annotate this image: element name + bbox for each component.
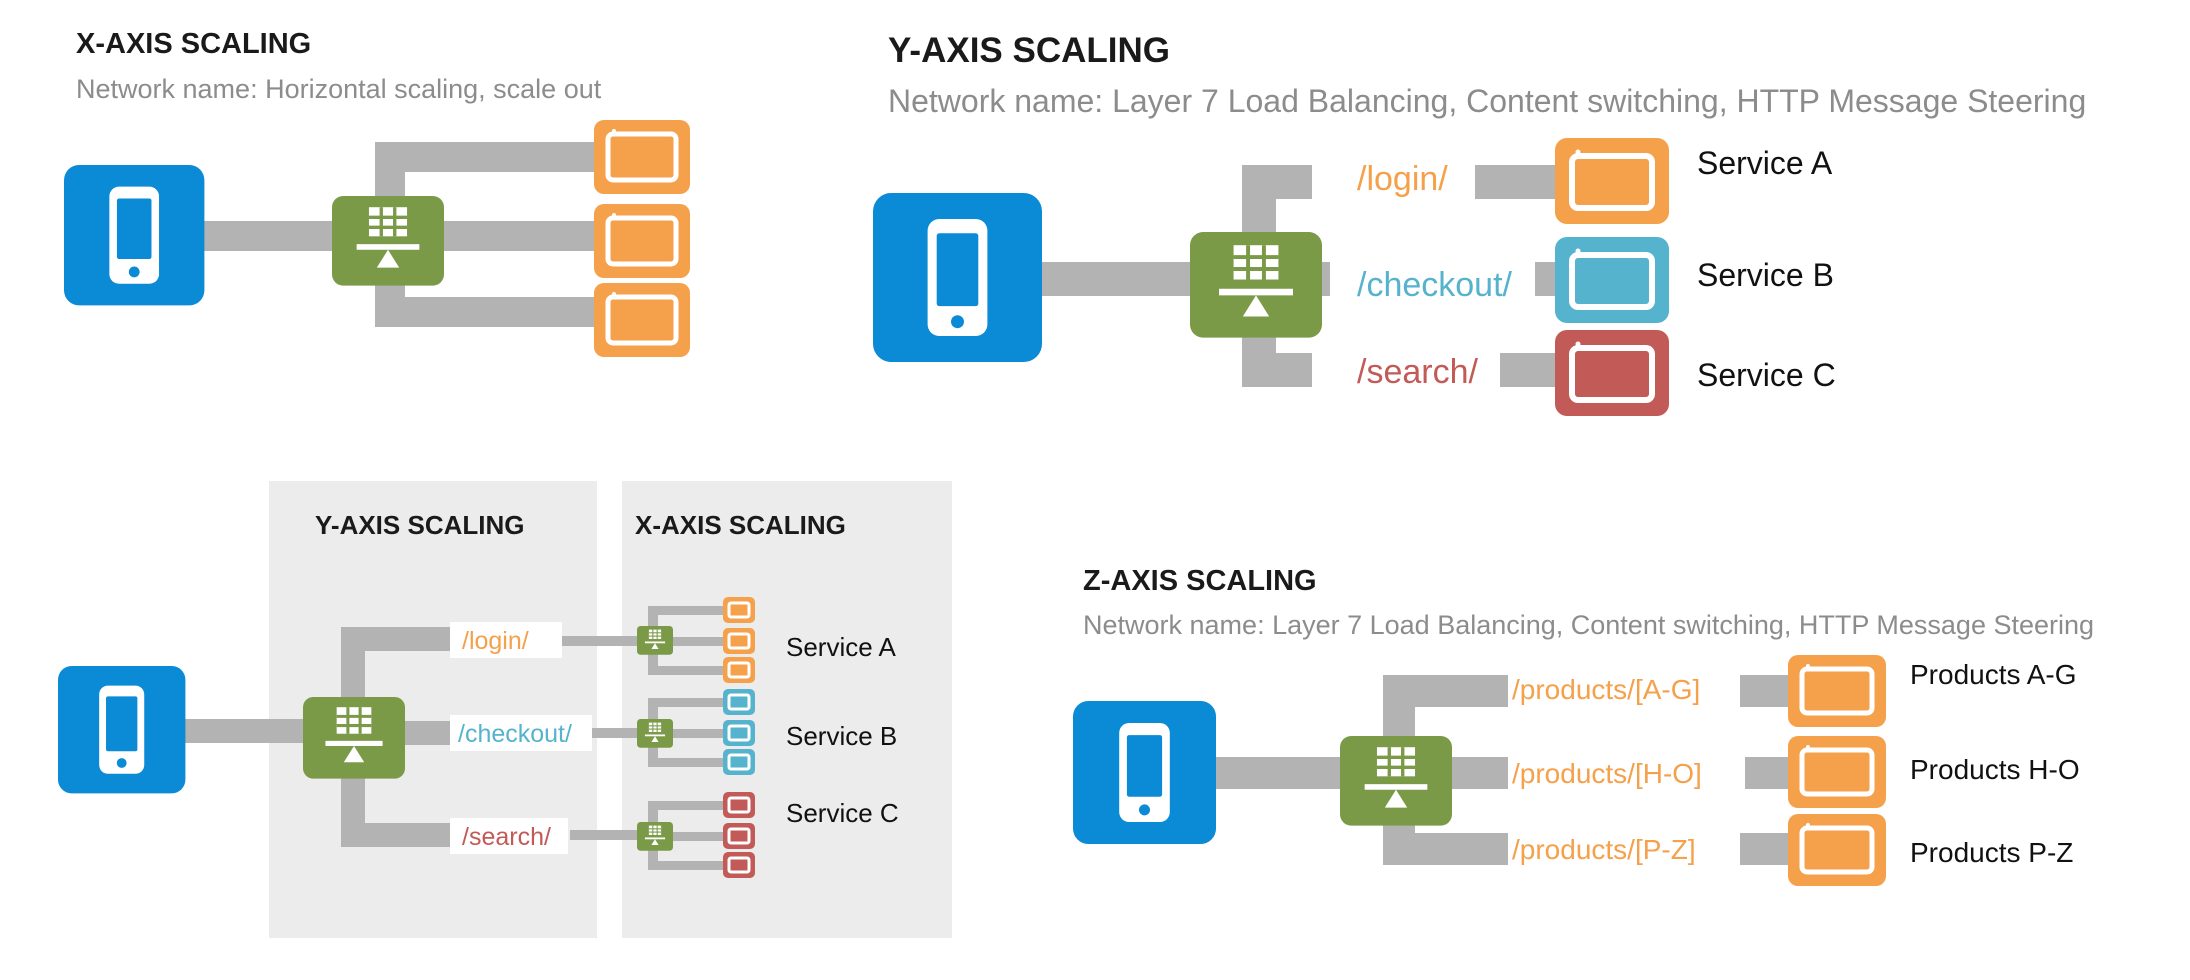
combined-service-c-instance-2-app-window-icon [723,823,755,849]
combined-instance-balancer-b-icon [636,718,674,749]
x-axis-section: X-AXIS SCALING Network name: Horizontal … [64,28,690,357]
y-axis-service-c-label: Service C [1697,357,1836,393]
z-axis-products-a-g-app-window-icon [1788,655,1886,727]
y-axis-subtitle: Network name: Layer 7 Load Balancing, Co… [888,83,2086,119]
combined-route-checkout: /checkout/ [458,720,572,748]
z-axis-route-p-z: /products/[P-Z] [1512,834,1696,865]
combined-service-c-label: Service C [786,798,899,828]
z-axis-load-balancer-icon [1338,734,1454,828]
combined-service-c-instance-1-app-window-icon [723,792,755,818]
y-axis-load-balancer-icon [1188,230,1324,340]
y-axis-service-b-app-window-icon [1555,237,1669,323]
x-axis-subtitle: Network name: Horizontal scaling, scale … [76,74,602,104]
z-axis-products-h-o-label: Products H-O [1910,754,2080,785]
combined-service-b-instance-1-app-window-icon [723,689,755,715]
x-axis-title: X-AXIS SCALING [76,28,311,60]
z-axis-products-h-o-app-window-icon [1788,736,1886,808]
z-axis-route-a-g: /products/[A-G] [1512,674,1700,705]
x-axis-instance-3-app-window-icon [594,283,690,357]
combined-service-b-label: Service B [786,721,897,751]
combined-service-c-instance-3-app-window-icon [723,852,755,878]
combined-service-a-instance-3-app-window-icon [723,657,755,683]
combined-service-b-instance-2-app-window-icon [723,720,755,746]
combined-service-a-instance-1-app-window-icon [723,597,755,623]
z-axis-route-h-o: /products/[H-O] [1512,758,1702,789]
y-axis-title: Y-AXIS SCALING [888,31,1170,70]
z-axis-client-smartphone-icon [1073,701,1216,844]
combined-service-b-instances [723,689,755,775]
z-axis-pipes [1205,675,1790,865]
combined-service-b-instance-3-app-window-icon [723,749,755,775]
z-axis-products-p-z-label: Products P-Z [1910,837,2073,868]
z-axis-subtitle: Network name: Layer 7 Load Balancing, Co… [1083,610,2094,640]
x-axis-client-smartphone-icon [64,165,205,306]
y-axis-route-checkout: /checkout/ [1357,266,1513,304]
y-axis-service-c-app-window-icon [1555,330,1669,416]
combined-route-login-tag: /login/ [450,622,562,658]
combined-section: Y-AXIS SCALING X-AXIS SCALING [58,481,952,938]
y-axis-service-b-label: Service B [1697,257,1834,293]
combined-instance-balancer-c-icon [636,821,674,852]
combined-load-balancer-icon [301,695,407,781]
y-axis-service-a-label: Service A [1697,145,1833,181]
y-axis-section: Y-AXIS SCALING Network name: Layer 7 Loa… [873,31,2086,416]
x-axis-load-balancer-icon [330,194,446,288]
combined-service-a-instance-2-app-window-icon [723,628,755,654]
z-axis-title: Z-AXIS SCALING [1083,565,1317,597]
combined-route-search: /search/ [462,823,551,851]
x-axis-instance-2-app-window-icon [594,204,690,278]
combined-client-smartphone-icon [58,666,186,794]
combined-y-panel-title: Y-AXIS SCALING [315,510,524,540]
combined-route-login: /login/ [462,627,529,655]
y-axis-service-a-app-window-icon [1555,138,1669,224]
z-axis-section: Z-AXIS SCALING Network name: Layer 7 Loa… [1073,565,2094,886]
z-axis-products-p-z-app-window-icon [1788,814,1886,886]
combined-route-search-tag: /search/ [450,818,568,854]
combined-route-checkout-tag: /checkout/ [450,715,592,751]
combined-instance-balancer-a-icon [636,625,674,656]
combined-service-c-instances [723,792,755,878]
y-axis-client-smartphone-icon [873,193,1042,362]
combined-service-a-instances [723,597,755,683]
combined-service-a-label: Service A [786,632,896,662]
y-axis-route-login: /login/ [1357,160,1448,198]
combined-x-panel-title: X-AXIS SCALING [635,510,846,540]
y-axis-route-search: /search/ [1357,353,1478,391]
z-axis-products-a-g-label: Products A-G [1910,659,2077,690]
x-axis-instance-1-app-window-icon [594,120,690,194]
